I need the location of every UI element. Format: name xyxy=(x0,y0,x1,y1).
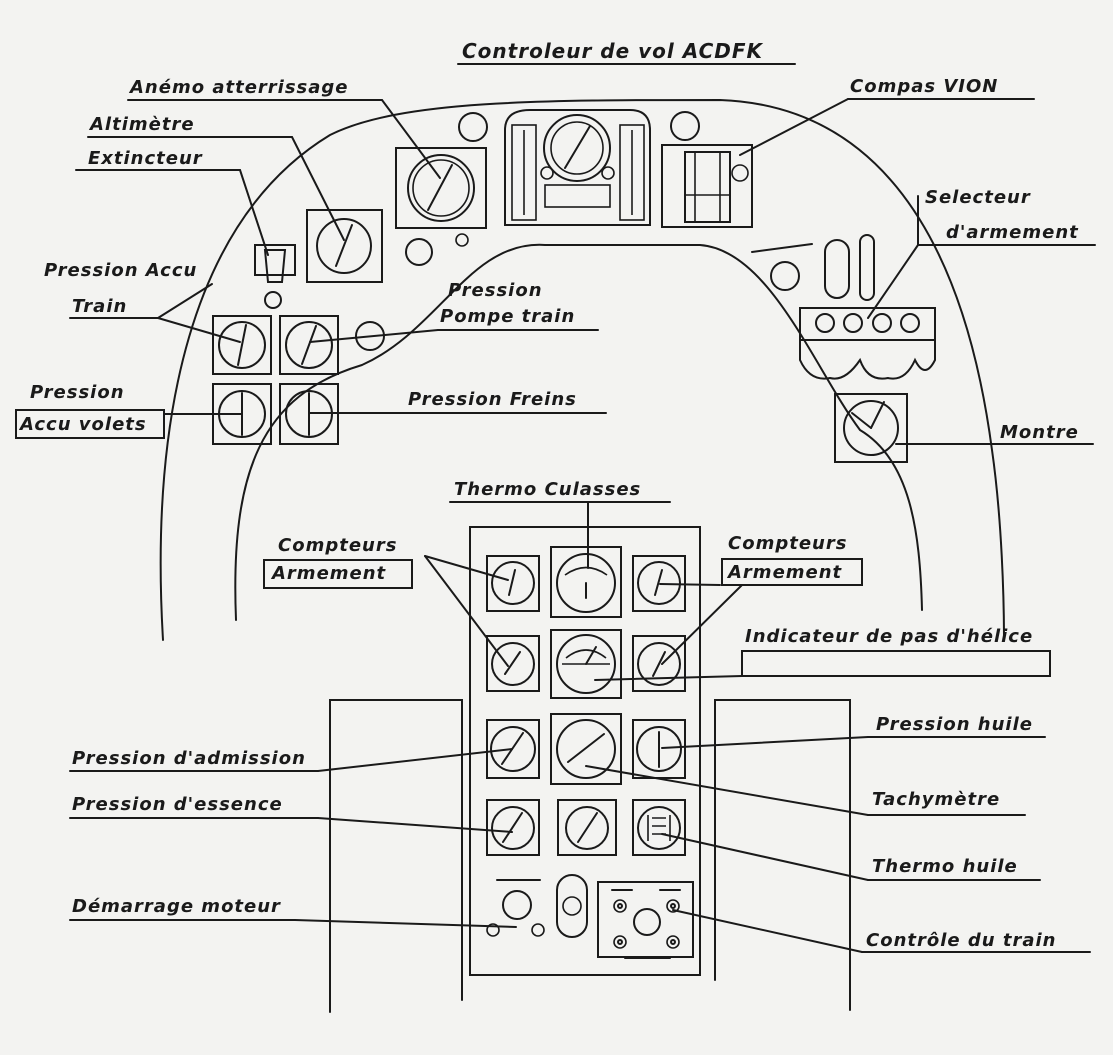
svg-text:Démarrage moteur: Démarrage moteur xyxy=(72,896,281,917)
svg-text:Armement: Armement xyxy=(270,563,387,584)
knob-below-anemo xyxy=(405,238,433,266)
label-indicateur-pas: Indicateur de pas d'hélice xyxy=(594,626,1051,681)
label-extincteur: Extincteur xyxy=(75,148,269,256)
montre-clock xyxy=(834,393,908,463)
gauge-pression-admission xyxy=(486,719,540,779)
left-gauge-group xyxy=(212,315,339,445)
svg-text:Pression d'admission: Pression d'admission xyxy=(72,748,306,769)
label-montre: Montre xyxy=(895,422,1094,445)
gauge-thermo-culasses xyxy=(550,546,622,618)
lower-central-panel xyxy=(469,526,701,976)
label-altimetre: Altimètre xyxy=(87,114,345,241)
anemo-gauge xyxy=(395,147,487,229)
controle-train-box xyxy=(597,881,694,958)
label-thermo-huile: Thermo huile xyxy=(661,833,1041,881)
demarrage-lever xyxy=(556,874,588,938)
label-anemo: Anémo atterrissage xyxy=(127,77,441,179)
selecteur-armement xyxy=(799,307,936,380)
svg-text:Thermo Culasses: Thermo Culasses xyxy=(454,479,641,500)
label-compas: Compas VION xyxy=(739,76,1035,156)
gauge-compteur-armement-1 xyxy=(486,555,540,612)
svg-text:Pression huile: Pression huile xyxy=(876,714,1033,735)
gauge-tachymetre xyxy=(550,713,622,785)
label-controle-train: Contrôle du train xyxy=(672,909,1091,953)
gauge-top-right-knob xyxy=(670,111,700,141)
svg-text:Pression: Pression xyxy=(30,382,125,403)
label-demarrage: Démarrage moteur xyxy=(69,896,517,928)
central-horizon-gauge xyxy=(543,114,611,182)
gauge-pression-accu-train xyxy=(212,315,272,375)
label-pression-pompe-train: Pression Pompe train xyxy=(309,280,599,343)
svg-text:Altimètre: Altimètre xyxy=(88,114,195,135)
label-pression-essence: Pression d'essence xyxy=(69,794,513,833)
label-pression-huile: Pression huile xyxy=(661,714,1046,749)
gauge-row4-center xyxy=(557,799,617,856)
svg-text:Accu volets: Accu volets xyxy=(18,414,147,435)
top-cluster xyxy=(405,109,700,266)
altimetre-gauge xyxy=(306,209,383,283)
label-selecteur: Selecteur d'armement xyxy=(867,187,1096,319)
svg-text:Armement: Armement xyxy=(726,562,843,583)
label-pression-admission: Pression d'admission xyxy=(69,748,513,772)
svg-text:Extincteur: Extincteur xyxy=(88,148,203,169)
svg-text:Anémo atterrissage: Anémo atterrissage xyxy=(128,77,349,98)
demarrage-knob xyxy=(502,890,532,920)
svg-text:Compteurs: Compteurs xyxy=(278,535,397,556)
svg-text:Contrôle du train: Contrôle du train xyxy=(866,930,1056,951)
svg-text:Pression Freins: Pression Freins xyxy=(408,389,577,410)
svg-text:Pompe train: Pompe train xyxy=(440,306,575,327)
svg-text:Train: Train xyxy=(72,296,127,317)
gauge-compteur-armement-3 xyxy=(486,635,540,692)
label-thermo-culasses: Thermo Culasses xyxy=(449,479,671,569)
gauge-thermo-huile xyxy=(632,799,686,856)
svg-text:Compteurs: Compteurs xyxy=(728,533,847,554)
svg-text:d'armement: d'armement xyxy=(946,222,1079,243)
label-pression-accu-volets: Pression Accu volets xyxy=(15,382,243,439)
svg-text:Indicateur de pas d'hélice: Indicateur de pas d'hélice xyxy=(745,626,1033,647)
label-tachymetre: Tachymètre xyxy=(585,765,1026,816)
gauge-indicateur-pas xyxy=(550,629,622,699)
label-compteurs-left: Compteurs Armement xyxy=(263,535,509,667)
extincteur-handle xyxy=(254,244,296,309)
gauge-pression-pompe-train xyxy=(279,315,339,375)
svg-text:Montre: Montre xyxy=(1000,422,1079,443)
svg-text:Tachymètre: Tachymètre xyxy=(872,789,1000,810)
gauge-pression-essence xyxy=(486,799,540,856)
label-pression-freins: Pression Freins xyxy=(309,389,607,414)
label-pression-accu-train: Pression Accu Train xyxy=(44,260,241,343)
svg-text:Thermo huile: Thermo huile xyxy=(872,856,1018,877)
compas-vion xyxy=(661,144,753,228)
svg-text:Pression Accu: Pression Accu xyxy=(44,260,197,281)
svg-text:Selecteur: Selecteur xyxy=(925,187,1031,208)
gauge-compteur-armement-4 xyxy=(632,635,686,692)
diagram-title: Controleur de vol ACDFK xyxy=(462,39,764,63)
horizon-gauge-frame xyxy=(504,109,651,226)
right-upper-controls xyxy=(751,234,875,301)
gauge-top-left-knob xyxy=(458,112,488,142)
svg-text:Compas VION: Compas VION xyxy=(850,76,998,97)
panel-outline xyxy=(159,98,1005,1013)
left-scale-bar xyxy=(511,124,537,221)
svg-text:Pression d'essence: Pression d'essence xyxy=(72,794,283,815)
right-scale-bar xyxy=(619,124,645,221)
label-compteurs-right: Compteurs Armement xyxy=(659,533,863,665)
svg-text:Pression: Pression xyxy=(448,280,543,301)
horizon-window xyxy=(544,184,611,208)
